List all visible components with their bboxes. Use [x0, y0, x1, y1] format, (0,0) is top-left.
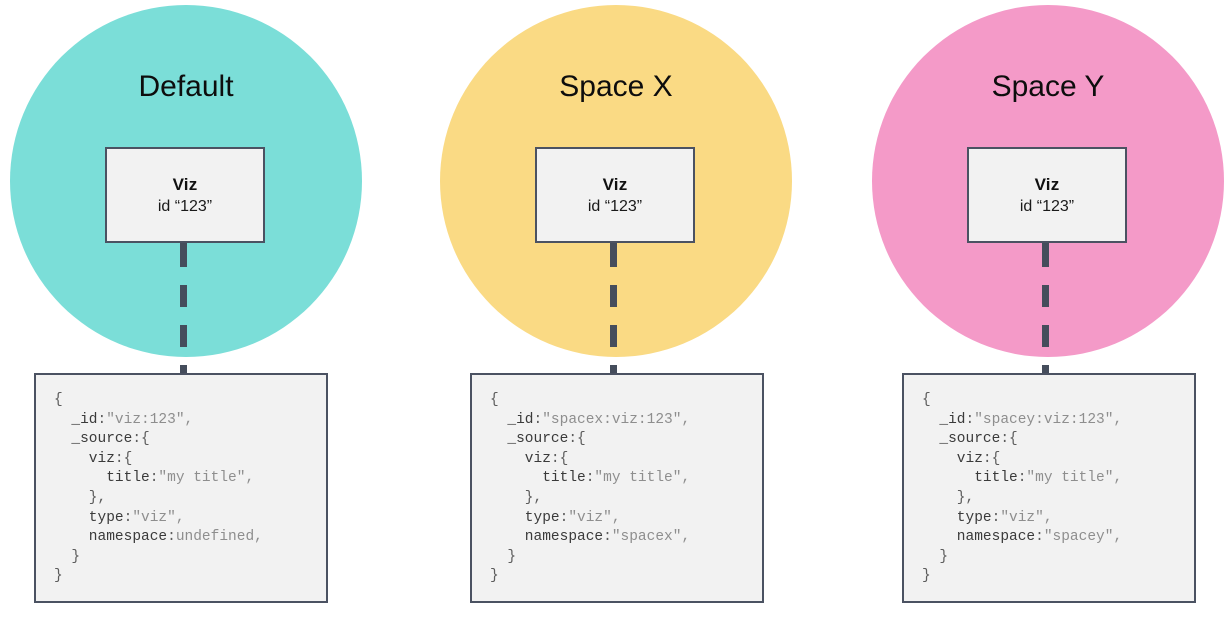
json-code-spacey: { _id:"spacey:viz:123", _source:{ viz:{ … [922, 392, 1123, 585]
space-column-default: Default Viz id “123” { _id:"viz:123", _s… [0, 0, 410, 622]
json-code-spacex: { _id:"spacex:viz:123", _source:{ viz:{ … [490, 392, 691, 585]
dashed-connector-spacex [610, 243, 617, 373]
viz-node-title: Viz [1034, 174, 1060, 194]
json-panel-spacey: { _id:"spacey:viz:123", _source:{ viz:{ … [902, 373, 1196, 603]
viz-node-title: Viz [602, 174, 628, 194]
viz-node-title: Viz [172, 174, 198, 194]
space-column-spacey: Space Y Viz id “123” { _id:"spacey:viz:1… [862, 0, 1228, 622]
viz-node-spacey[interactable]: Viz id “123” [967, 147, 1127, 243]
space-title-spacex: Space X [559, 70, 673, 103]
viz-node-id: id “123” [1019, 197, 1075, 215]
viz-node-id: id “123” [587, 197, 643, 215]
json-panel-spacex: { _id:"spacex:viz:123", _source:{ viz:{ … [470, 373, 764, 603]
dashed-connector-default [180, 243, 187, 373]
dashed-connector-spacey [1042, 243, 1049, 373]
space-title-default: Default [138, 70, 234, 103]
viz-node-id: id “123” [157, 197, 213, 215]
viz-node-default[interactable]: Viz id “123” [105, 147, 265, 243]
json-panel-default: { _id:"viz:123", _source:{ viz:{ title:"… [34, 373, 328, 603]
space-title-spacey: Space Y [991, 70, 1105, 103]
space-column-spacex: Space X Viz id “123” { _id:"spacex:viz:1… [430, 0, 802, 622]
viz-node-spacex[interactable]: Viz id “123” [535, 147, 695, 243]
json-code-default: { _id:"viz:123", _source:{ viz:{ title:"… [54, 392, 263, 585]
